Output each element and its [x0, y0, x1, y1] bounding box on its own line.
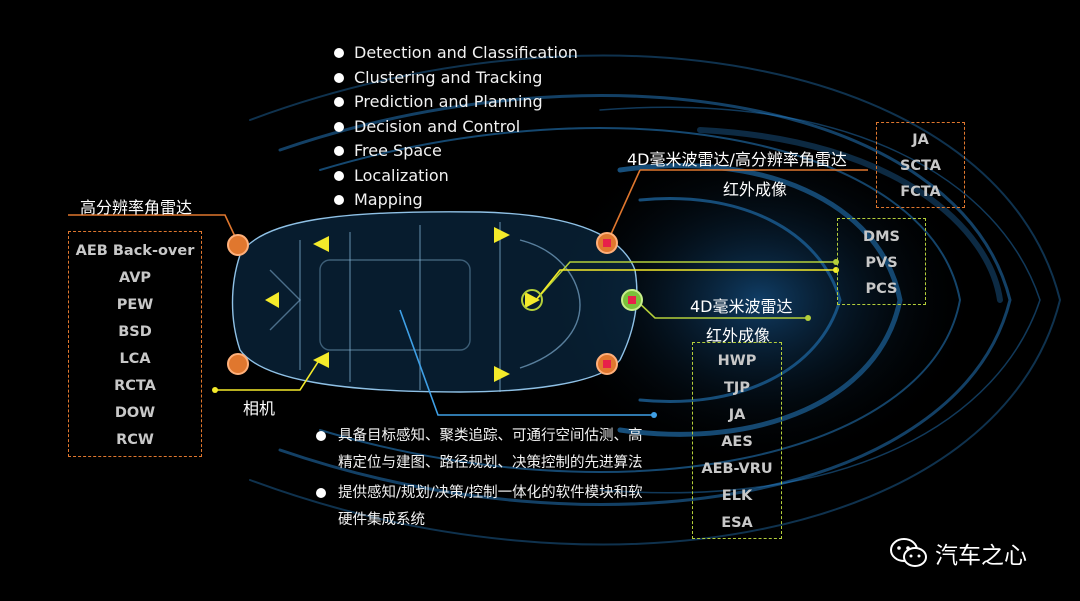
front-4d-radar-marker	[621, 289, 643, 311]
label-front-radar: 4D毫米波雷达/高分辨率角雷达	[627, 150, 847, 169]
feature-item: DOW	[114, 405, 156, 421]
label-camera: 相机	[243, 399, 276, 418]
label-center-radar: 4D毫米波雷达	[690, 297, 793, 316]
feature-item: PEW	[116, 297, 154, 313]
capability-item: Clustering and Tracking	[334, 67, 578, 92]
feature-item: PVS	[865, 255, 898, 271]
feature-item: TJP	[724, 380, 750, 396]
feature-item: BSD	[118, 324, 152, 340]
capability-item: Prediction and Planning	[334, 91, 578, 116]
feature-item: AES	[721, 434, 753, 450]
feature-item: LCA	[119, 351, 151, 367]
watermark-text: 汽车之心	[935, 543, 1027, 569]
top-right-features-box: JA SCTA FCTA	[876, 122, 965, 208]
feature-item: AVP	[118, 270, 152, 286]
feature-item: PCS	[865, 281, 898, 297]
capability-item: Detection and Classification	[334, 42, 578, 67]
dms-features-box: DMS PVS PCS	[837, 218, 926, 305]
feature-item: AEB-VRU	[701, 461, 773, 477]
feature-item: ELK	[721, 488, 753, 504]
feature-item: AEB Back-over	[75, 243, 195, 259]
capability-item: Mapping	[334, 189, 578, 214]
note-item: 具备目标感知、聚类追踪、可通行空间估测、高精定位与建图、路径规划、决策控制的先进…	[316, 423, 646, 477]
feature-item: HWP	[717, 353, 757, 369]
corner-radar-markers	[227, 232, 618, 375]
notes-list: 具备目标感知、聚类追踪、可通行空间估测、高精定位与建图、路径规划、决策控制的先进…	[316, 423, 646, 537]
capability-item: Free Space	[334, 140, 578, 165]
watermark: 汽车之心	[889, 535, 1027, 571]
label-center-infrared: 红外成像	[706, 326, 771, 345]
feature-item: RCW	[116, 432, 154, 448]
feature-item: SCTA	[899, 158, 942, 174]
wechat-icon	[890, 538, 927, 567]
feature-item: FCTA	[900, 184, 941, 200]
capability-item: Decision and Control	[334, 116, 578, 141]
camera-markers	[265, 227, 543, 382]
feature-item: DMS	[863, 229, 900, 245]
label-front-infrared: 红外成像	[723, 180, 788, 199]
note-item: 提供感知/规划/决策/控制一体化的软件模块和软硬件集成系统	[316, 480, 646, 534]
capability-list: Detection and Classification Clustering …	[334, 42, 578, 214]
label-left-corner-radar: 高分辨率角雷达	[80, 198, 193, 217]
connector-lines	[68, 169, 868, 416]
left-features-box: AEB Back-over AVP PEW BSD LCA RCTA DOW R…	[68, 231, 202, 457]
feature-item: JA	[728, 407, 746, 423]
feature-item: JA	[912, 132, 929, 148]
feature-item: ESA	[721, 515, 753, 531]
car-body	[231, 211, 638, 393]
feature-item: RCTA	[114, 378, 156, 394]
bottom-right-features-box: HWP TJP JA AES AEB-VRU ELK ESA	[692, 342, 782, 539]
capability-item: Localization	[334, 165, 578, 190]
